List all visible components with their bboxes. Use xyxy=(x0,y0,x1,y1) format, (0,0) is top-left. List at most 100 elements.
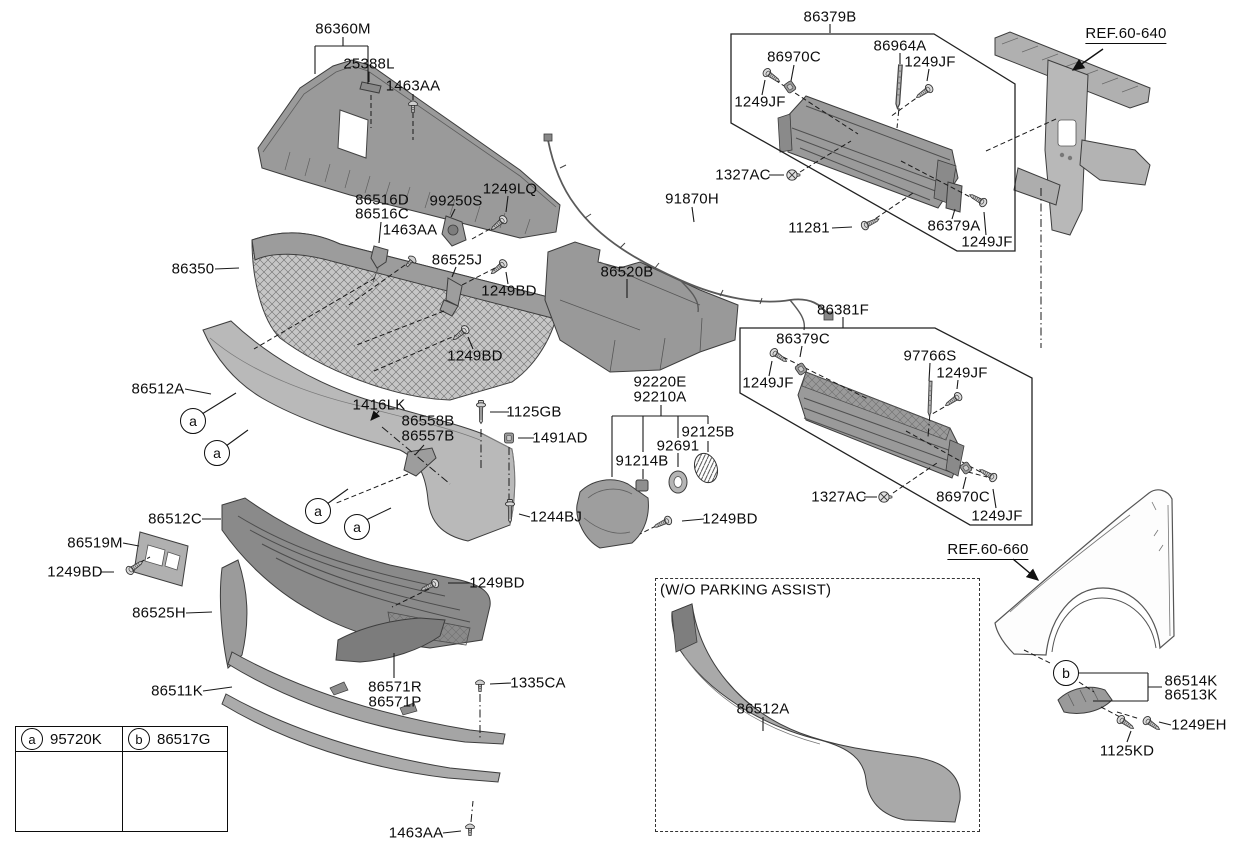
part-label: 86379A xyxy=(927,217,981,235)
part-label: 1463AA xyxy=(385,77,441,95)
pin-icon xyxy=(927,380,933,417)
grommet-91214B-drawing xyxy=(635,479,649,492)
skid-plate-86571-drawing xyxy=(335,617,446,663)
part-label: 1463AA xyxy=(382,221,438,239)
screw-icon xyxy=(977,465,999,484)
bracket-86516-drawing xyxy=(370,245,389,283)
part-label: 1249EH xyxy=(1171,716,1227,734)
part-label: 1249JF xyxy=(936,364,988,382)
part-label: 1125KD xyxy=(1099,742,1155,760)
part-label: 86558B xyxy=(401,412,455,430)
part-label: 1249JF xyxy=(961,233,1013,251)
part-label: 1249BD xyxy=(469,574,525,592)
bracket-86379A-drawing xyxy=(945,181,963,213)
part-label: REF.60-640 xyxy=(1085,25,1167,44)
part-label: 86519M xyxy=(67,534,123,552)
pad-25388L-drawing xyxy=(359,81,382,94)
screw-icon xyxy=(651,514,674,532)
part-label: REF.60-660 xyxy=(947,541,1029,560)
part-label: 1327AC xyxy=(715,166,771,184)
part-label: 86513K xyxy=(1164,686,1218,704)
wiring-harness-91870H-drawing xyxy=(543,133,834,331)
group-box-86381F xyxy=(739,327,1033,526)
air-guard-86381F-drawing xyxy=(797,371,965,479)
part-label: 99250S xyxy=(429,192,483,210)
license-plate-bracket-86519M-drawing xyxy=(133,531,189,587)
bracket-86525H-drawing xyxy=(219,559,248,669)
legend-body-b xyxy=(122,752,227,831)
fog-lamp-92210A-drawing xyxy=(576,479,649,549)
legend-header-a: a 95720K xyxy=(16,727,122,752)
part-label: 86381F xyxy=(816,301,870,319)
callout-a-circle: a xyxy=(305,498,331,524)
part-label: 91870H xyxy=(665,190,719,208)
part-label: 86514K xyxy=(1164,672,1218,690)
gasket-92691-drawing xyxy=(668,470,688,494)
group-box-86379B xyxy=(730,33,1016,252)
ref-60-640-arrow xyxy=(1071,48,1104,71)
sensor-99250S-drawing xyxy=(441,215,467,247)
part-label: 1249LQ xyxy=(482,180,538,198)
bolt-icon xyxy=(475,400,487,424)
part-label: 92125B xyxy=(681,423,735,441)
wo-parking-assist-box xyxy=(655,578,980,832)
part-label: 92691 xyxy=(656,437,700,455)
part-label: 86571R xyxy=(368,678,422,696)
radiator-support-drawing xyxy=(994,31,1151,236)
part-label: 86512A xyxy=(131,380,185,398)
legend-table: a 95720K b 86517G xyxy=(15,726,228,832)
clip-icon xyxy=(475,679,485,692)
bumper-lip-strip-drawing xyxy=(221,693,501,783)
part-label: 1249BD xyxy=(447,347,503,365)
screw-icon xyxy=(913,82,935,102)
part-label: 1491AD xyxy=(532,429,588,447)
part-label: 86516C xyxy=(355,205,409,223)
part-label: 1244BJ xyxy=(529,508,583,526)
legend-body-a xyxy=(16,752,122,831)
part-label: 86360M xyxy=(315,20,371,38)
part-label: 1463AA xyxy=(388,824,444,842)
part-label: 92220E xyxy=(633,373,687,391)
part-label: 92210A xyxy=(633,388,687,406)
bracket-86525J-drawing xyxy=(439,277,463,317)
wo-bumper-cover-86512A-drawing xyxy=(671,603,961,823)
part-label: 86571P xyxy=(368,693,422,711)
part-label: 86525H xyxy=(132,604,186,622)
centerline-dashdot-lines xyxy=(381,107,1042,823)
part-label: 86525J xyxy=(431,251,483,269)
part-label: 1249BD xyxy=(481,282,537,300)
radiator-grille-86350-drawing xyxy=(251,232,561,401)
callout-a-circle: a xyxy=(180,408,206,434)
grommet-icon xyxy=(783,79,797,95)
screw-icon xyxy=(488,257,510,278)
legend-header-b: b 86517G xyxy=(122,727,227,752)
part-label: 86520B xyxy=(600,263,654,281)
energy-absorber-86520B-drawing xyxy=(544,241,739,373)
part-label: 86379B xyxy=(803,8,857,26)
part-label: 86511K xyxy=(151,682,203,700)
part-label: 1249BD xyxy=(702,510,758,528)
nutclip-icon xyxy=(786,169,801,181)
part-label: 1335CA xyxy=(510,674,566,692)
part-label: 86964A xyxy=(873,37,927,55)
part-label: 1327AC xyxy=(811,488,867,506)
part-label: 86512A xyxy=(736,700,790,718)
pointer-1416LK xyxy=(370,410,381,421)
legend-part-number: 95720K xyxy=(50,730,102,748)
clip-icon xyxy=(465,823,475,836)
screw-icon xyxy=(1141,714,1163,734)
nutclip-icon xyxy=(878,491,893,503)
pad-92125B-drawing xyxy=(693,452,719,484)
callout-a-circle: a xyxy=(344,514,370,540)
part-label: 91214B xyxy=(615,452,669,470)
ref-60-660-arrow xyxy=(1012,558,1040,581)
part-label: 1249JF xyxy=(734,93,786,111)
fender-drawing xyxy=(994,489,1175,656)
part-label: 1249JF xyxy=(904,53,956,71)
air-shutter-86379B-drawing xyxy=(777,95,959,209)
part-label: 86970C xyxy=(936,488,990,506)
screw-icon xyxy=(942,390,964,410)
part-label: 97766S xyxy=(903,347,957,365)
part-label: 25388L xyxy=(343,55,395,73)
